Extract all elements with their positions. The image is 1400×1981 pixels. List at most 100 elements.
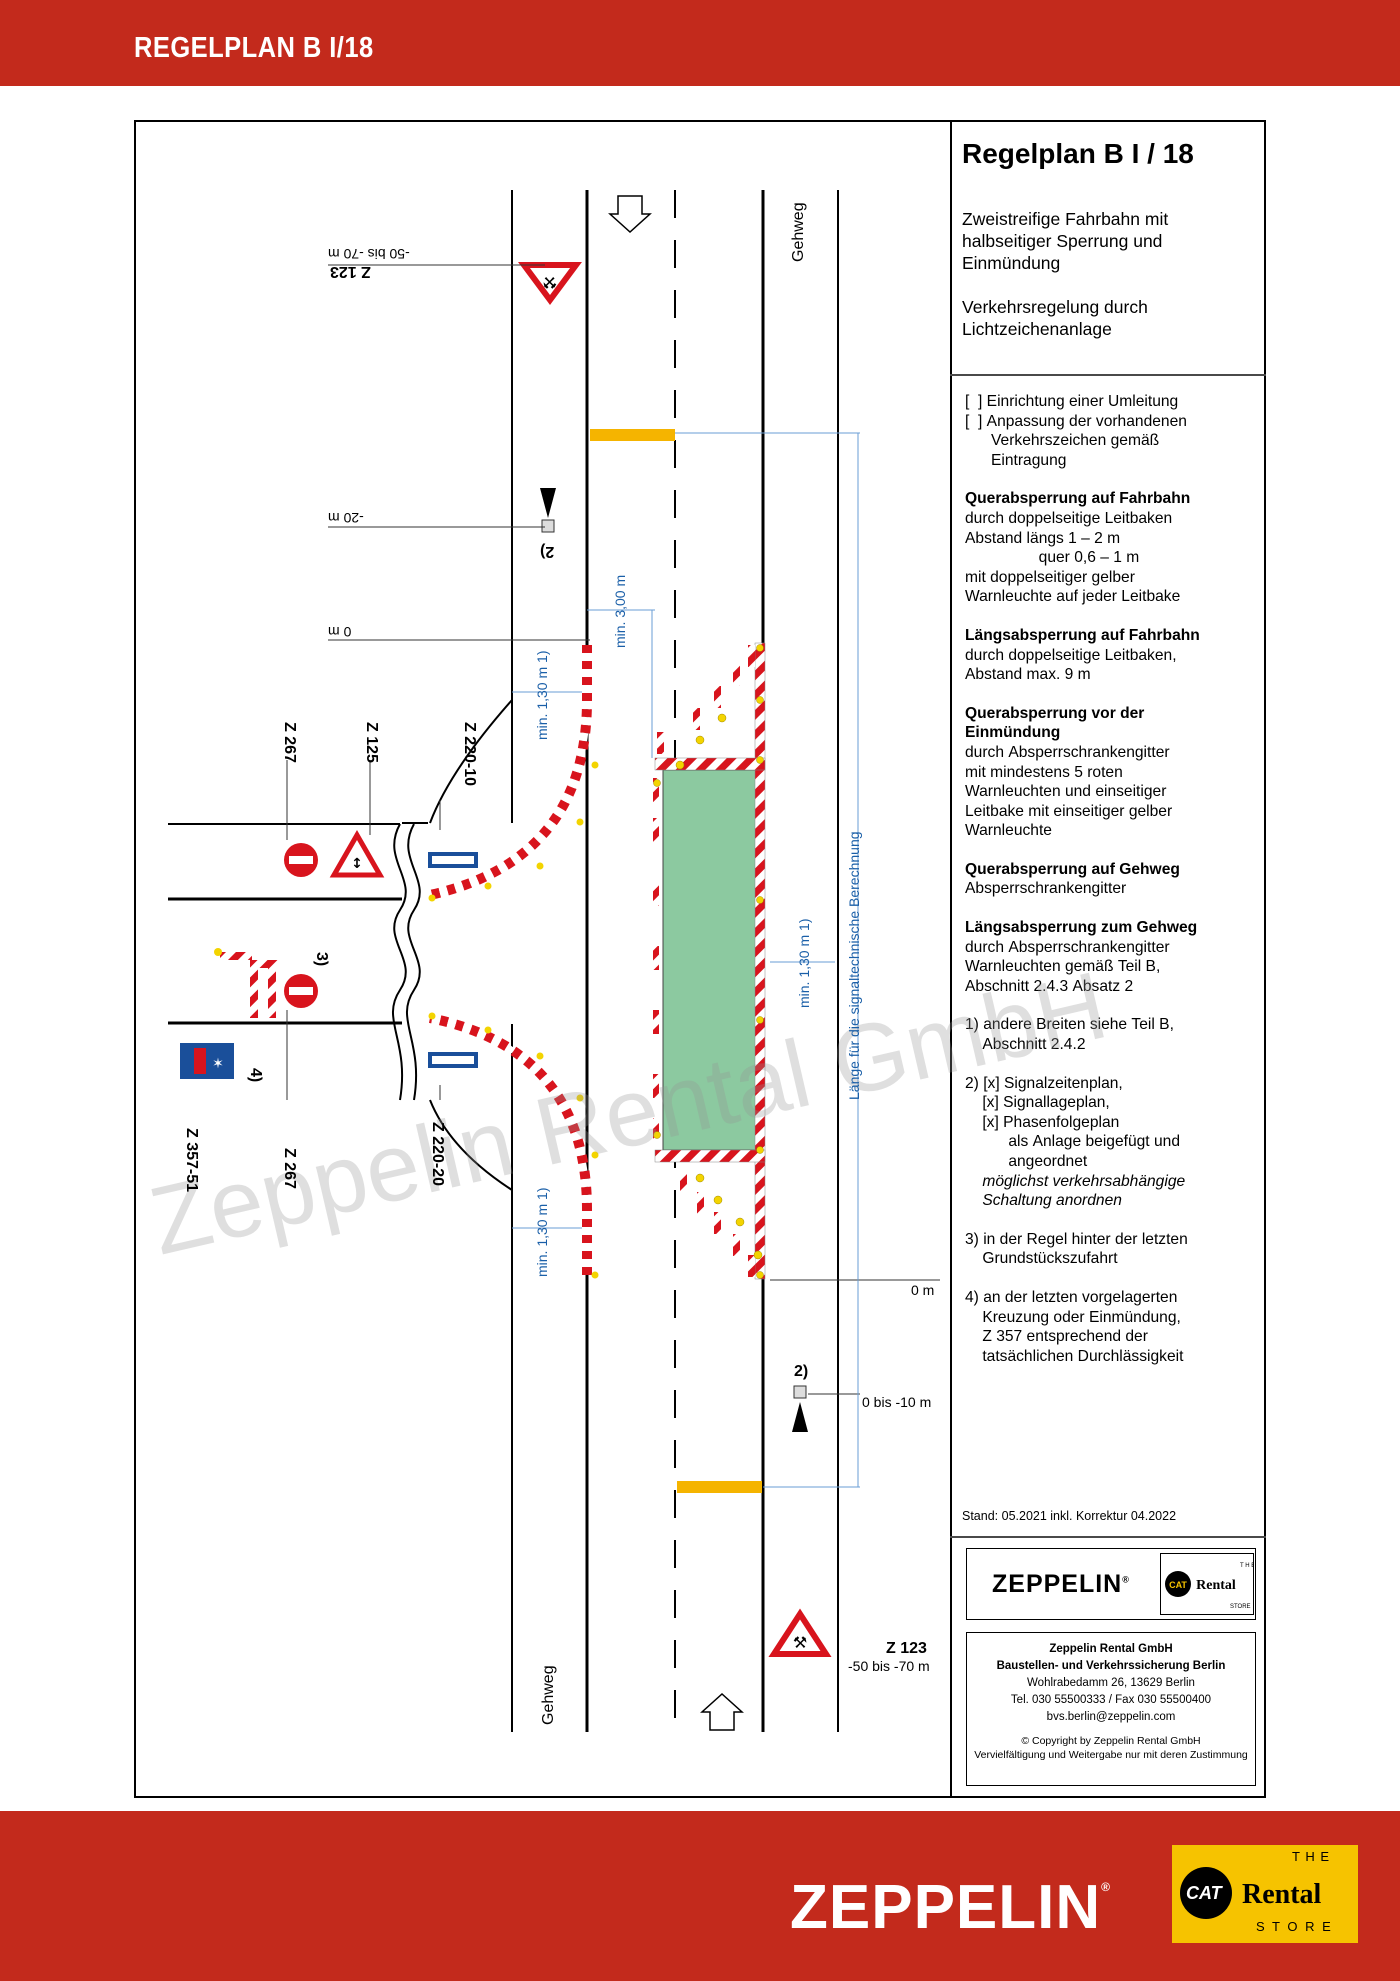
svg-text:⚒: ⚒: [543, 273, 557, 292]
svg-text:↕: ↕: [351, 856, 363, 872]
label-0-bis-10: 0 bis -10 m: [862, 1394, 932, 1410]
break-line: [405, 823, 421, 1101]
plan-subtitle: Zweistreifige Fahrbahn mit halbseitiger …: [962, 208, 1252, 340]
break-line: [391, 823, 407, 1101]
label-z125: Z 125: [363, 722, 380, 763]
logo-registered: ®: [1122, 1574, 1130, 1585]
cross-barrier-bottom: [654, 1149, 766, 1163]
legend-line: durch Absperrschrankengitter: [965, 743, 1170, 761]
legend-line: durch doppelseitige Leitbaken: [965, 509, 1173, 527]
address-dept: Baustellen- und Verkehrssicherung Berlin: [996, 1660, 1226, 1672]
label-z267-top: Z 267: [281, 722, 298, 763]
address-company: Zeppelin Rental GmbH: [1049, 1643, 1173, 1655]
stop-line-bottom: [677, 1481, 762, 1493]
label-minus-20: -20 m: [328, 510, 364, 526]
footer-brand-text: ZEPPELIN: [790, 1873, 1102, 1942]
curve-lights: [428, 761, 599, 1279]
legend-line: Warnleuchten und einseitiger: [965, 783, 1167, 801]
company-logo-box: [966, 1548, 1256, 1620]
legend-line: [ ] Anpassung der vorhandenen: [965, 412, 1187, 430]
label-z123-bottom: Z 123: [886, 1640, 927, 1657]
legend-line: angeordnet: [965, 1153, 1088, 1170]
subtitle-line: Lichtzeichenanlage: [962, 319, 1112, 339]
subtitle-line: Verkehrsregelung durch: [962, 297, 1148, 317]
corner-curve: [429, 1099, 513, 1191]
legend-line: 4) an der letzten vorgelagerten: [965, 1288, 1178, 1306]
label-min-300: min. 3,00 m: [612, 574, 628, 648]
beacons-left-column: [653, 778, 659, 1142]
legend-line: Warnleuchte: [965, 822, 1052, 840]
legend-line: Abstand längs 1 – 2 m: [965, 529, 1121, 547]
svg-text:STORE: STORE: [1230, 1604, 1251, 1610]
cat-rental-logo: CAT Rental T H E S T O R E: [1172, 1845, 1358, 1943]
label-min-130-a: min. 1,30 m 1): [534, 650, 550, 740]
cat-rental-text: Rental: [1242, 1879, 1322, 1910]
legend-line: Kreuzung oder Einmündung,: [965, 1308, 1181, 1326]
legend-line: Schaltung anordnen: [965, 1192, 1122, 1210]
logo-text: ZEPPELIN: [992, 1570, 1123, 1598]
taper-beacons-bottom: [680, 1172, 755, 1277]
direction-arrow-up: [700, 1692, 744, 1731]
footer-brand-registered: ®: [1101, 1880, 1112, 1894]
header-bar: REGELPLAN B I/18: [0, 0, 1400, 86]
legend-line: Warnleuchte auf jeder Leitbake: [965, 588, 1181, 606]
sign-z220-20: [428, 1052, 478, 1068]
legend-line: [x] Phasenfolgeplan: [965, 1113, 1120, 1131]
cat-the-text: T H E: [1292, 1849, 1330, 1864]
traffic-signal-bottom: [793, 1385, 807, 1399]
plan-title: Regelplan B I / 18: [962, 138, 1194, 169]
plan-frame: [134, 120, 1266, 1798]
address-email: bvs.berlin@zeppelin.com: [1046, 1711, 1176, 1723]
label-z220-20: Z 220-20: [429, 1122, 446, 1187]
sign-z125: ↕: [329, 829, 385, 878]
legend-line: Längsabsperrung auf Fahrbahn: [965, 626, 1200, 644]
svg-text:T H E: T H E: [1240, 1563, 1254, 1569]
longitudinal-barrier-gehweg: [754, 642, 766, 1280]
label-z357-51: Z 357-51: [183, 1128, 200, 1193]
legend-line: mit mindestens 5 roten: [965, 763, 1123, 781]
legend-line: Längsabsperrung zum Gehweg: [965, 919, 1198, 937]
warning-lights: [653, 644, 764, 1279]
revision-date: Stand: 05.2021 inkl. Korrektur 04.2022: [962, 1509, 1177, 1523]
legend-line: Querabsperrung auf Gehweg: [965, 860, 1180, 878]
legend-line: tatsächlichen Durchlässigkeit: [965, 1347, 1184, 1365]
cat-small-rental: Rental: [1196, 1578, 1236, 1593]
panel-divider: [950, 1536, 1266, 1538]
company-address: Zeppelin Rental GmbH Baustellen- und Ver…: [966, 1632, 1256, 1786]
legend-line: Leitbake mit einseitiger gelber: [965, 802, 1173, 820]
taper-beacons-top: [657, 645, 755, 754]
side-panel: [950, 120, 1266, 1798]
footer-brand: ZEPPELIN®: [790, 1872, 1111, 1943]
sign-z123-top: ⚒: [518, 262, 582, 306]
label-note2-bottom: 2): [794, 1363, 809, 1380]
legend-line: als Anlage beigefügt und: [965, 1133, 1180, 1151]
legend-line: 2) [x] Signalzeitenplan,: [965, 1074, 1123, 1092]
legend-line: durch Absperrschrankengitter: [965, 938, 1170, 956]
legend-line: quer 0,6 – 1 m: [965, 549, 1140, 567]
legend-text: [ ] Einrichtung einer Umleitung[ ] Anpas…: [965, 392, 1255, 1366]
legend-line: Querabsperrung auf Fahrbahn: [965, 490, 1191, 508]
label-zero-right: 0 m: [911, 1282, 935, 1298]
copyright: © Copyright by Zeppelin Rental GmbH: [1021, 1735, 1201, 1747]
label-z123-top-distance: -50 bis -70 m: [328, 246, 410, 262]
cat-circle-icon: [1180, 1867, 1232, 1919]
measurement-lines: [512, 432, 860, 1488]
legend-line: mit doppelseitiger gelber: [965, 568, 1135, 586]
subtitle-line: halbseitiger Sperrung und: [962, 231, 1163, 251]
company-logo: ZEPPELIN®: [992, 1570, 1130, 1599]
legend-line: Abschnitt 2.4.2: [965, 1036, 1086, 1054]
legend-line: Absperrschrankengitter: [965, 880, 1127, 898]
legend-line: möglichst verkehrsabhängige: [965, 1172, 1186, 1190]
label-note2-top: 2): [540, 543, 555, 560]
sign-z267-top: [284, 843, 318, 877]
label-zero-top: 0 m: [328, 624, 352, 640]
stop-line-top: [590, 429, 675, 441]
legend-line: 3) in der Regel hinter der letzten: [965, 1230, 1188, 1248]
legend-line: Abstand max. 9 m: [965, 666, 1091, 684]
sign-z220-10: [428, 852, 478, 868]
label-z220-10: Z 220-10: [461, 722, 478, 787]
sign-z267-bottom: [284, 974, 318, 1008]
label-note3: 3): [313, 952, 330, 967]
subtitle-line: Zweistreifige Fahrbahn mit: [962, 209, 1169, 229]
